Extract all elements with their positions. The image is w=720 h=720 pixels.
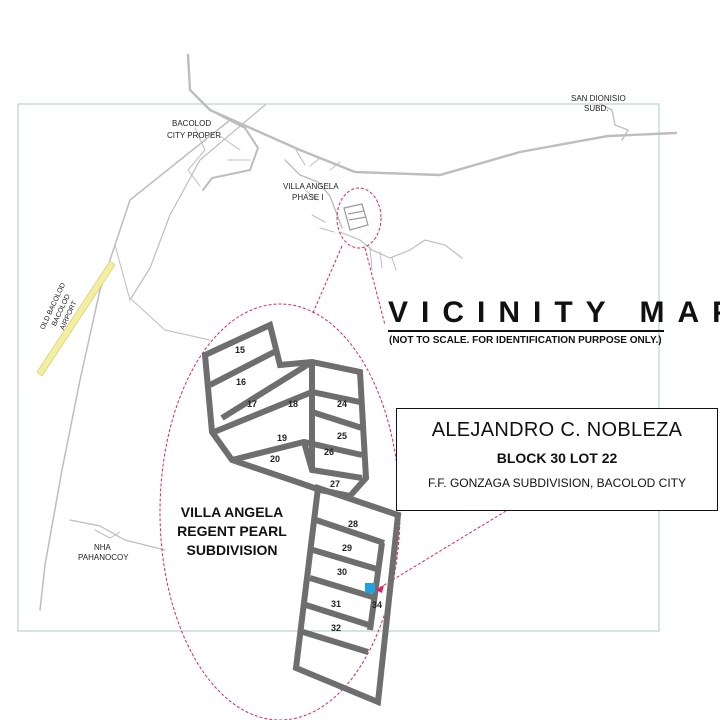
- label-bacolod: BACOLOD: [172, 119, 211, 128]
- callout-lines: [159, 187, 507, 720]
- block-24: 24: [337, 399, 347, 409]
- label-bacolod-city-proper: CITY PROPER: [167, 131, 221, 140]
- owner-address: F.F. GONZAGA SUBDIVISION, BACOLOD CITY: [427, 476, 687, 490]
- block-31: 31: [331, 599, 341, 609]
- subject-lot-marker: [365, 583, 375, 593]
- label-san-dionisio: SAN DIONISIO: [571, 94, 626, 103]
- regent-pearl-blocks: [201, 320, 402, 707]
- owner-name: ALEJANDRO C. NOBLEZA: [431, 419, 683, 441]
- block-18: 18: [288, 399, 298, 409]
- block-28: 28: [348, 519, 358, 529]
- owner-info-box: ALEJANDRO C. NOBLEZA BLOCK 30 LOT 22 F.F…: [396, 408, 718, 511]
- owner-block-lot: BLOCK 30 LOT 22: [496, 450, 618, 466]
- map-title: VICINITY MAP: [388, 296, 720, 329]
- old-airport-airstrip: [36, 260, 116, 377]
- block-17: 17: [247, 399, 257, 409]
- map-frame: [17, 103, 660, 632]
- block-30: 30: [337, 567, 347, 577]
- block-16: 16: [236, 377, 246, 387]
- map-subtitle: (NOT TO SCALE. FOR IDENTIFICATION PURPOS…: [389, 335, 662, 346]
- block-27: 27: [330, 479, 340, 489]
- block-15: 15: [235, 345, 245, 355]
- block-25: 25: [337, 431, 347, 441]
- label-phase-i: PHASE I: [292, 193, 324, 202]
- block-26: 26: [324, 447, 334, 457]
- label-san-dionisio-subd: SUBD.: [584, 104, 608, 113]
- subdivision-line-3: SUBDIVISION: [186, 542, 278, 558]
- label-pahanocoy: PAHANOCOY: [78, 553, 129, 562]
- block-number-labels: 15 16 17 18 19 20 24 25 26 27 28 29 30 3…: [235, 345, 382, 633]
- villa-angela-phase1-blocks: [343, 203, 369, 231]
- block-20: 20: [270, 454, 280, 464]
- subdivision-line-2: REGENT PEARL: [177, 523, 287, 539]
- subdivision-line-1: VILLA ANGELA: [180, 504, 284, 520]
- block-32: 32: [331, 623, 341, 633]
- block-29: 29: [342, 543, 352, 553]
- title-underline: [388, 330, 664, 332]
- callout-arrowhead-icon: [376, 585, 384, 593]
- label-villa-angela: VILLA ANGELA: [283, 182, 339, 191]
- block-19: 19: [277, 433, 287, 443]
- label-nha: NHA: [94, 543, 112, 552]
- block-34: 34: [372, 600, 382, 610]
- subdivision-label: VILLA ANGELA REGENT PEARL SUBDIVISION: [170, 503, 294, 560]
